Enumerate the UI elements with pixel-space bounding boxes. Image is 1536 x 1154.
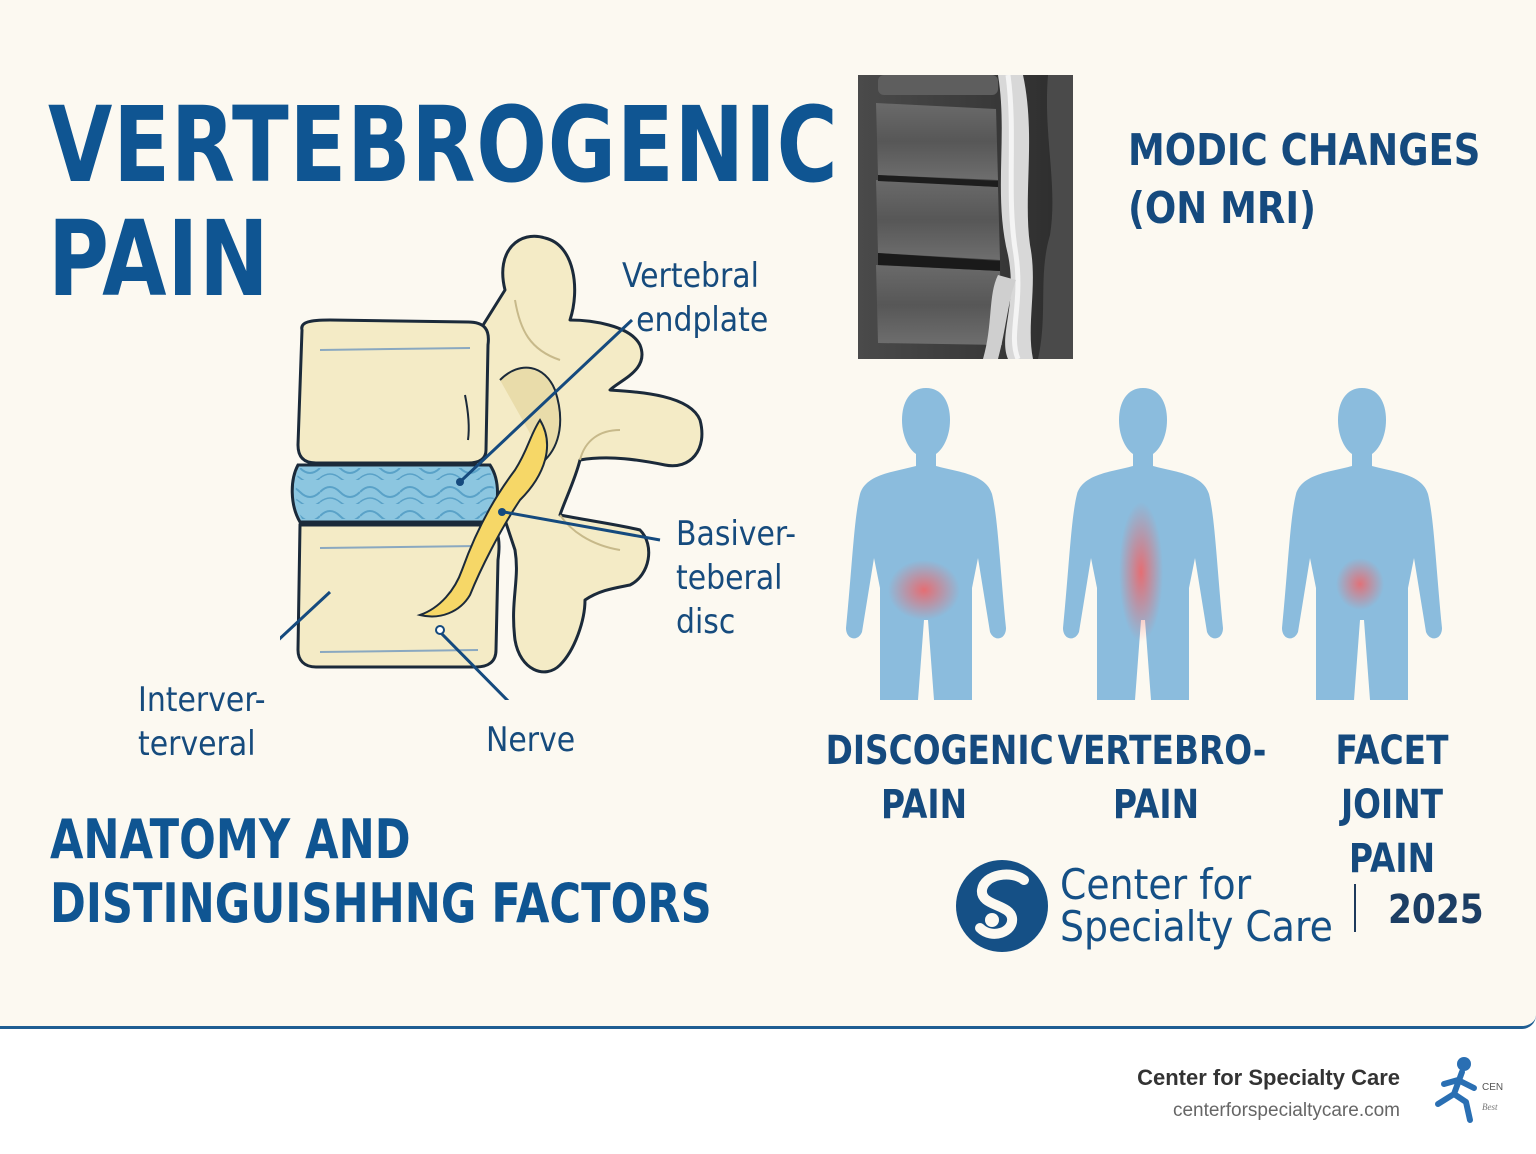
- footer-site-name: Center for Specialty Care: [1137, 1065, 1400, 1090]
- brand-block: Center for Specialty Care 2025: [954, 860, 1494, 960]
- modic-changes-heading: MODIC CHANGES (ON MRI): [1128, 125, 1481, 234]
- label-intervertebral: Interver- terveral: [138, 680, 266, 764]
- label-nerve: Nerve: [486, 720, 576, 760]
- pain-area: [1336, 558, 1384, 610]
- pain-label-discogenic: DISCOGENIC PAIN: [825, 728, 1054, 828]
- brand-logo-icon: [956, 860, 1048, 952]
- pain-label-facet-joint: FACET JOINT PAIN: [1335, 728, 1449, 882]
- svg-text:CEN: CEN: [1482, 1082, 1503, 1093]
- spine-illustration: [280, 234, 704, 700]
- pain-area: [1119, 502, 1163, 642]
- footer-site-url[interactable]: centerforspecialtycare.com: [1172, 1100, 1400, 1121]
- human-silhouette-icon: [1063, 388, 1223, 700]
- brand-name: Center for Specialty Care: [1060, 860, 1333, 951]
- footer-logo[interactable]: CEN Best: [1424, 1052, 1504, 1128]
- section-subtitle: ANATOMY AND DISTINGUISHHNG FACTORS: [50, 808, 712, 935]
- svg-text:Best: Best: [1482, 1102, 1498, 1112]
- label-basivertebral-disc: Basiver- teberal disc: [676, 514, 797, 642]
- mri-image: [858, 75, 1073, 359]
- human-silhouette-icon: [846, 388, 1006, 700]
- divider: [1354, 884, 1356, 932]
- infographic-card: VERTEBROGENIC PAIN: [0, 0, 1536, 1029]
- pain-area: [888, 560, 960, 620]
- human-silhouette-icon: [1282, 388, 1442, 700]
- runner-logo-icon: CEN Best: [1435, 1057, 1503, 1123]
- page-title: VERTEBROGENIC PAIN: [48, 84, 839, 320]
- pain-label-vertebrogenic: VERTEBRO- PAIN: [1057, 728, 1267, 828]
- brand-year: 2025: [1388, 887, 1484, 933]
- label-vertebral-endplate: Vertebral endplate: [622, 256, 769, 340]
